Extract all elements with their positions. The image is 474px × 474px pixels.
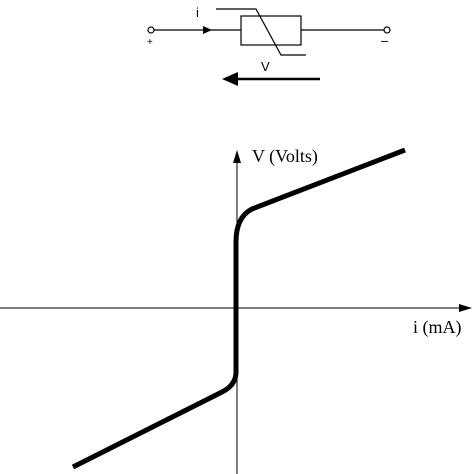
left-terminal: [147, 26, 155, 34]
voltage-arrowhead: [222, 72, 238, 86]
current-arrowhead: [203, 26, 212, 34]
x-axis-label: i (mA): [413, 317, 462, 338]
y-axis-arrowhead: [233, 150, 241, 163]
current-label: i: [196, 5, 199, 20]
right-terminal: [383, 26, 391, 34]
varistor-nonlinear-line: [216, 8, 306, 56]
circuit-symbol: + i – V: [147, 5, 391, 86]
plus-sign: +: [147, 37, 153, 48]
vi-graph: V (Volts) i (mA): [0, 146, 472, 474]
vi-characteristic-curve: [71, 147, 406, 470]
x-axis-arrowhead: [459, 304, 472, 312]
minus-sign: –: [381, 33, 389, 48]
y-axis-label: V (Volts): [252, 146, 318, 167]
voltage-label: V: [261, 59, 270, 74]
resistor-body: [240, 15, 302, 46]
